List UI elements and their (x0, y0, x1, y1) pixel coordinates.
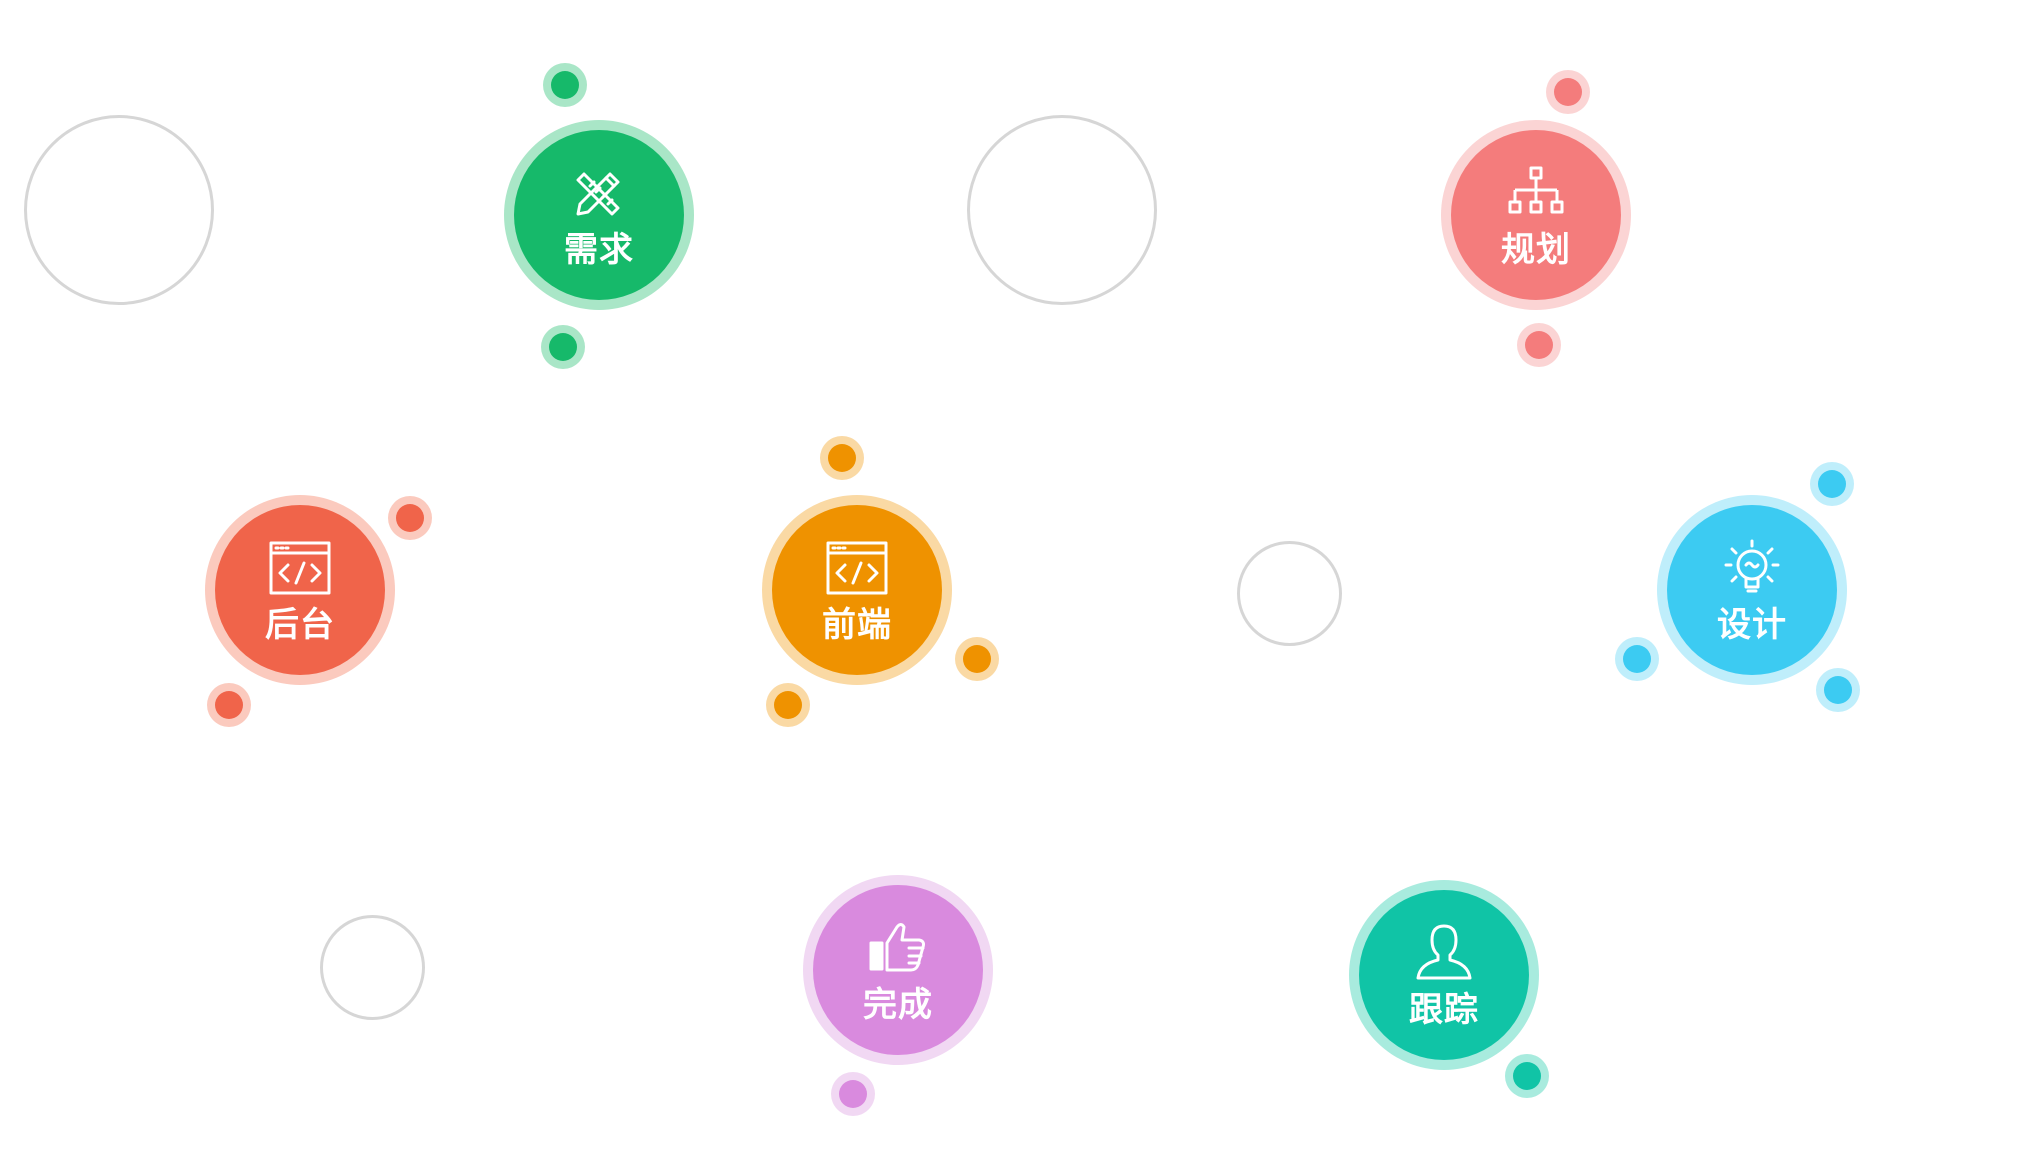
empty-circle-outline (24, 115, 214, 305)
satellite-dot (766, 683, 810, 727)
satellite-dot (543, 63, 587, 107)
satellite-dot (1810, 462, 1854, 506)
node-label: 前端 (822, 605, 892, 645)
satellite-dot (1816, 668, 1860, 712)
empty-circle-outline (967, 115, 1157, 305)
node-tracking[interactable]: 跟踪 (1349, 880, 1539, 1070)
satellite-dot (831, 1072, 875, 1116)
node-label: 需求 (564, 230, 634, 270)
node-label: 完成 (863, 985, 933, 1025)
satellite-dot (1615, 637, 1659, 681)
user-icon (1411, 920, 1477, 986)
node-label: 设计 (1717, 605, 1787, 645)
satellite-dot (541, 325, 585, 369)
lightbulb-icon (1719, 535, 1785, 601)
sitemap-icon (1503, 160, 1569, 226)
node-complete[interactable]: 完成 (803, 875, 993, 1065)
node-planning[interactable]: 规划 (1441, 120, 1631, 310)
satellite-dot (388, 496, 432, 540)
node-label: 规划 (1501, 230, 1571, 270)
satellite-dot (207, 683, 251, 727)
code-window-icon (267, 535, 333, 601)
satellite-dot (1505, 1054, 1549, 1098)
thumbs-up-icon (865, 915, 931, 981)
satellite-dot (1546, 70, 1590, 114)
empty-circle-outline (1237, 541, 1342, 646)
empty-circle-outline (320, 915, 425, 1020)
code-window-icon (824, 535, 890, 601)
node-label: 跟踪 (1409, 990, 1479, 1030)
node-backend[interactable]: 后台 (205, 495, 395, 685)
satellite-dot (955, 637, 999, 681)
node-design[interactable]: 设计 (1657, 495, 1847, 685)
node-label: 后台 (265, 605, 335, 645)
satellite-dot (1517, 323, 1561, 367)
node-requirement[interactable]: 需求 (504, 120, 694, 310)
satellite-dot (820, 436, 864, 480)
node-frontend[interactable]: 前端 (762, 495, 952, 685)
pencil-ruler-icon (566, 160, 632, 226)
